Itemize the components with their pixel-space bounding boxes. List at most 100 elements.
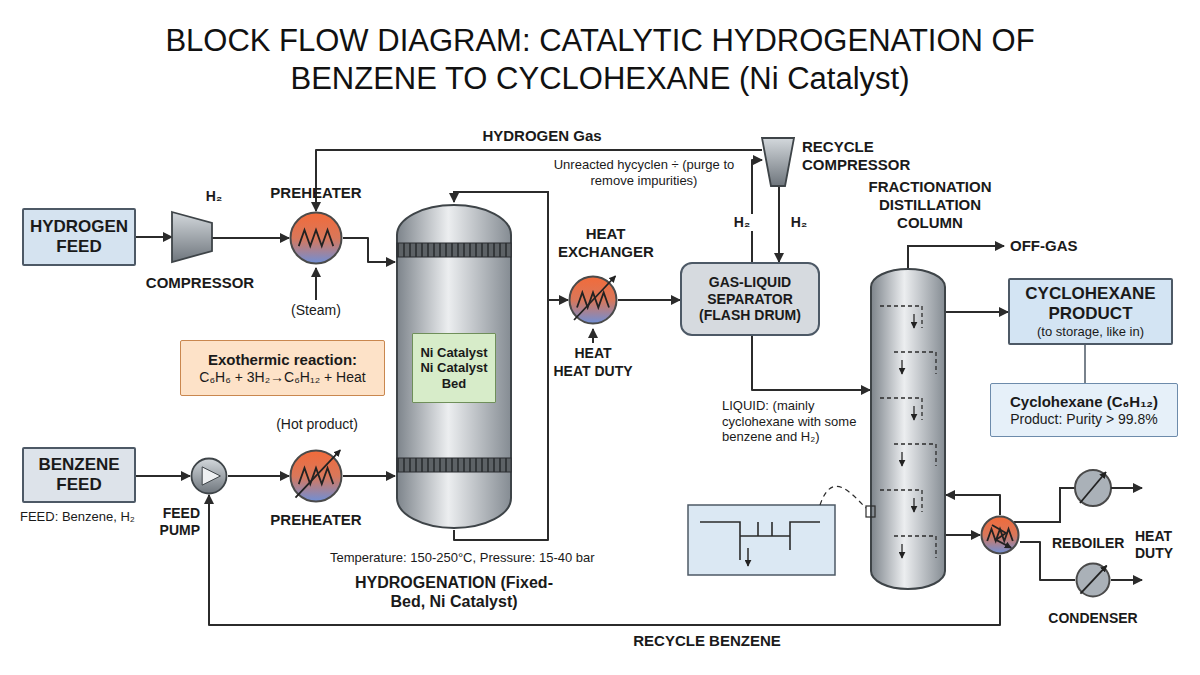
process-box: Exothermic reaction:C₆H₆ + 3H₂→C₆H₁₂ + H… bbox=[180, 340, 385, 396]
inset-box bbox=[688, 505, 835, 575]
tray-flow bbox=[913, 314, 914, 328]
process-box: Cyclohexane (C₆H₁₂)Product: Purity > 99.… bbox=[990, 383, 1178, 437]
steam-arrow bbox=[315, 268, 317, 300]
flow-connector bbox=[212, 237, 289, 239]
equipment-label: HYDROGENATION (Fixed-Bed, Ni Catalyst) bbox=[339, 573, 569, 611]
connector-label: HYDROGEN Gas bbox=[465, 127, 619, 145]
box-heading: GAS-LIQUID SEPARATOR (FLASH DRUM) bbox=[686, 274, 814, 324]
flow-connector bbox=[752, 160, 762, 262]
equipment-label: Temperature: 150-250°C, Pressure: 15-40 … bbox=[330, 550, 675, 566]
annotation-label: OFF-GAS bbox=[1010, 237, 1100, 255]
process-box: GAS-LIQUID SEPARATOR (FLASH DRUM) bbox=[680, 262, 820, 336]
exchanger-diagonal bbox=[1080, 472, 1106, 503]
process-box: HYDROGEN FEED bbox=[22, 208, 136, 266]
box-heading: HYDROGEN FEED bbox=[28, 217, 130, 257]
support-band bbox=[397, 243, 511, 257]
exchanger-line bbox=[1014, 488, 1075, 522]
condenser-body bbox=[1077, 564, 1110, 597]
detail-marker bbox=[866, 506, 875, 517]
flow-connector bbox=[136, 475, 190, 477]
column-tray bbox=[894, 536, 936, 558]
annotation-label: LIQUID: (mainly cyclohexane with some be… bbox=[722, 398, 862, 445]
connector-label: H₂ bbox=[729, 214, 755, 231]
hx-symbol bbox=[289, 449, 343, 503]
support-band bbox=[397, 458, 511, 472]
flow-connector bbox=[343, 238, 395, 262]
flow-connector bbox=[778, 186, 780, 262]
equipment-hx: HEAT EXCHANGER bbox=[568, 275, 618, 325]
equipment-pump: FEED PUMP bbox=[190, 457, 228, 495]
tray-detail-inset bbox=[688, 486, 866, 575]
box-heading: Ni Catalyst Ni Catalyst Bed bbox=[417, 345, 491, 391]
column-symbol bbox=[870, 268, 946, 590]
coil-zigzag bbox=[299, 230, 334, 246]
box-heading: BENZENE FEED bbox=[28, 455, 130, 495]
connector-label: H₂ bbox=[786, 214, 812, 231]
off-gas-line bbox=[908, 246, 1004, 268]
column-tray bbox=[894, 352, 936, 374]
pump-body bbox=[192, 459, 227, 494]
overhead-exchanger bbox=[1014, 470, 1142, 580]
process-box: BENZENE FEED bbox=[22, 447, 136, 503]
compressor-body bbox=[172, 212, 212, 262]
equipment-rcomp: RECYCLE COMPRESSOR bbox=[762, 138, 794, 186]
exchanger-body bbox=[570, 277, 617, 324]
exchanger-symbol bbox=[1075, 470, 1111, 506]
diagram-title: BLOCK FLOW DIAGRAM: CATALYTIC HYDROGENAT… bbox=[100, 22, 1100, 98]
pump-symbol bbox=[190, 457, 228, 495]
diagonal-arrow bbox=[1080, 566, 1106, 594]
flow-connector bbox=[228, 475, 289, 477]
equipment-reb: REBOILER bbox=[980, 515, 1020, 555]
flow-connector bbox=[618, 299, 680, 301]
box-text: Product: Purity > 99.8% bbox=[1010, 411, 1157, 428]
annotation-label: (Steam) bbox=[281, 302, 351, 319]
reboiler-arrow bbox=[992, 525, 1011, 548]
coil-zigzag bbox=[987, 529, 1013, 541]
equipment-label: REBOILER bbox=[1052, 535, 1127, 552]
equipment-column: FRACTIONATION DISTILLATION COLUMN bbox=[870, 268, 946, 590]
comp-symbol bbox=[172, 212, 212, 262]
annotation-label: Unreacted hycyclen ÷ (purge to remove im… bbox=[540, 157, 748, 188]
condenser-out-arrow bbox=[1111, 579, 1142, 581]
cool-symbol bbox=[1075, 562, 1111, 598]
process-box: CYCLOHEXANE PRODUCT(to storage, like in) bbox=[1008, 278, 1173, 345]
equipment-label: HEAT EXCHANGER bbox=[558, 225, 653, 261]
annotation-label: FEED: Benzene, H₂ bbox=[20, 509, 145, 525]
equipment-label: CONDENSER bbox=[1040, 610, 1146, 627]
tray-flow bbox=[901, 452, 902, 466]
equipment-label: PREHEATER bbox=[261, 511, 371, 529]
column-tray bbox=[880, 306, 922, 328]
box-text: (to storage, like in) bbox=[1037, 324, 1144, 339]
tray-weir-lines bbox=[700, 522, 820, 560]
column-tray bbox=[880, 398, 922, 420]
flow-connector bbox=[946, 311, 1008, 313]
annotation-label: (Hot product) bbox=[262, 416, 372, 433]
heat-duty-arrow bbox=[592, 329, 594, 343]
rcomp-symbol bbox=[762, 138, 794, 186]
product-link-line bbox=[1084, 345, 1086, 383]
flow-connector bbox=[343, 475, 395, 477]
exchanger-body bbox=[291, 451, 342, 502]
diagonal-arrow bbox=[295, 450, 340, 498]
tray-flow bbox=[913, 498, 914, 512]
column-tray bbox=[894, 444, 936, 466]
hx-symbol bbox=[568, 275, 618, 325]
tray-flow bbox=[913, 406, 914, 420]
connector-label: RECYCLE BENZENE bbox=[600, 632, 814, 650]
equipment-hx: PREHEATER bbox=[289, 449, 343, 503]
hx-symbol bbox=[289, 211, 343, 265]
box-heading: Cyclohexane (C₆H₁₂) bbox=[1010, 393, 1158, 411]
column-tray bbox=[880, 490, 922, 512]
equipment-cool: CONDENSER bbox=[1075, 562, 1111, 598]
equipment-comp: COMPRESSOR bbox=[172, 212, 212, 262]
equipment-vessel: Temperature: 150-250°C, Pressure: 15-40 … bbox=[395, 203, 513, 530]
annotation-label: H₂ bbox=[201, 188, 227, 205]
vessel-shell bbox=[397, 205, 511, 528]
exchanger-out-arrow bbox=[1111, 487, 1142, 489]
annotation-label: HEAT bbox=[563, 345, 623, 362]
annotation-label: HEAT DUTY bbox=[543, 363, 643, 380]
annotation-label: HEAT DUTY bbox=[1135, 528, 1193, 562]
box-heading: Exothermic reaction: bbox=[208, 351, 357, 369]
